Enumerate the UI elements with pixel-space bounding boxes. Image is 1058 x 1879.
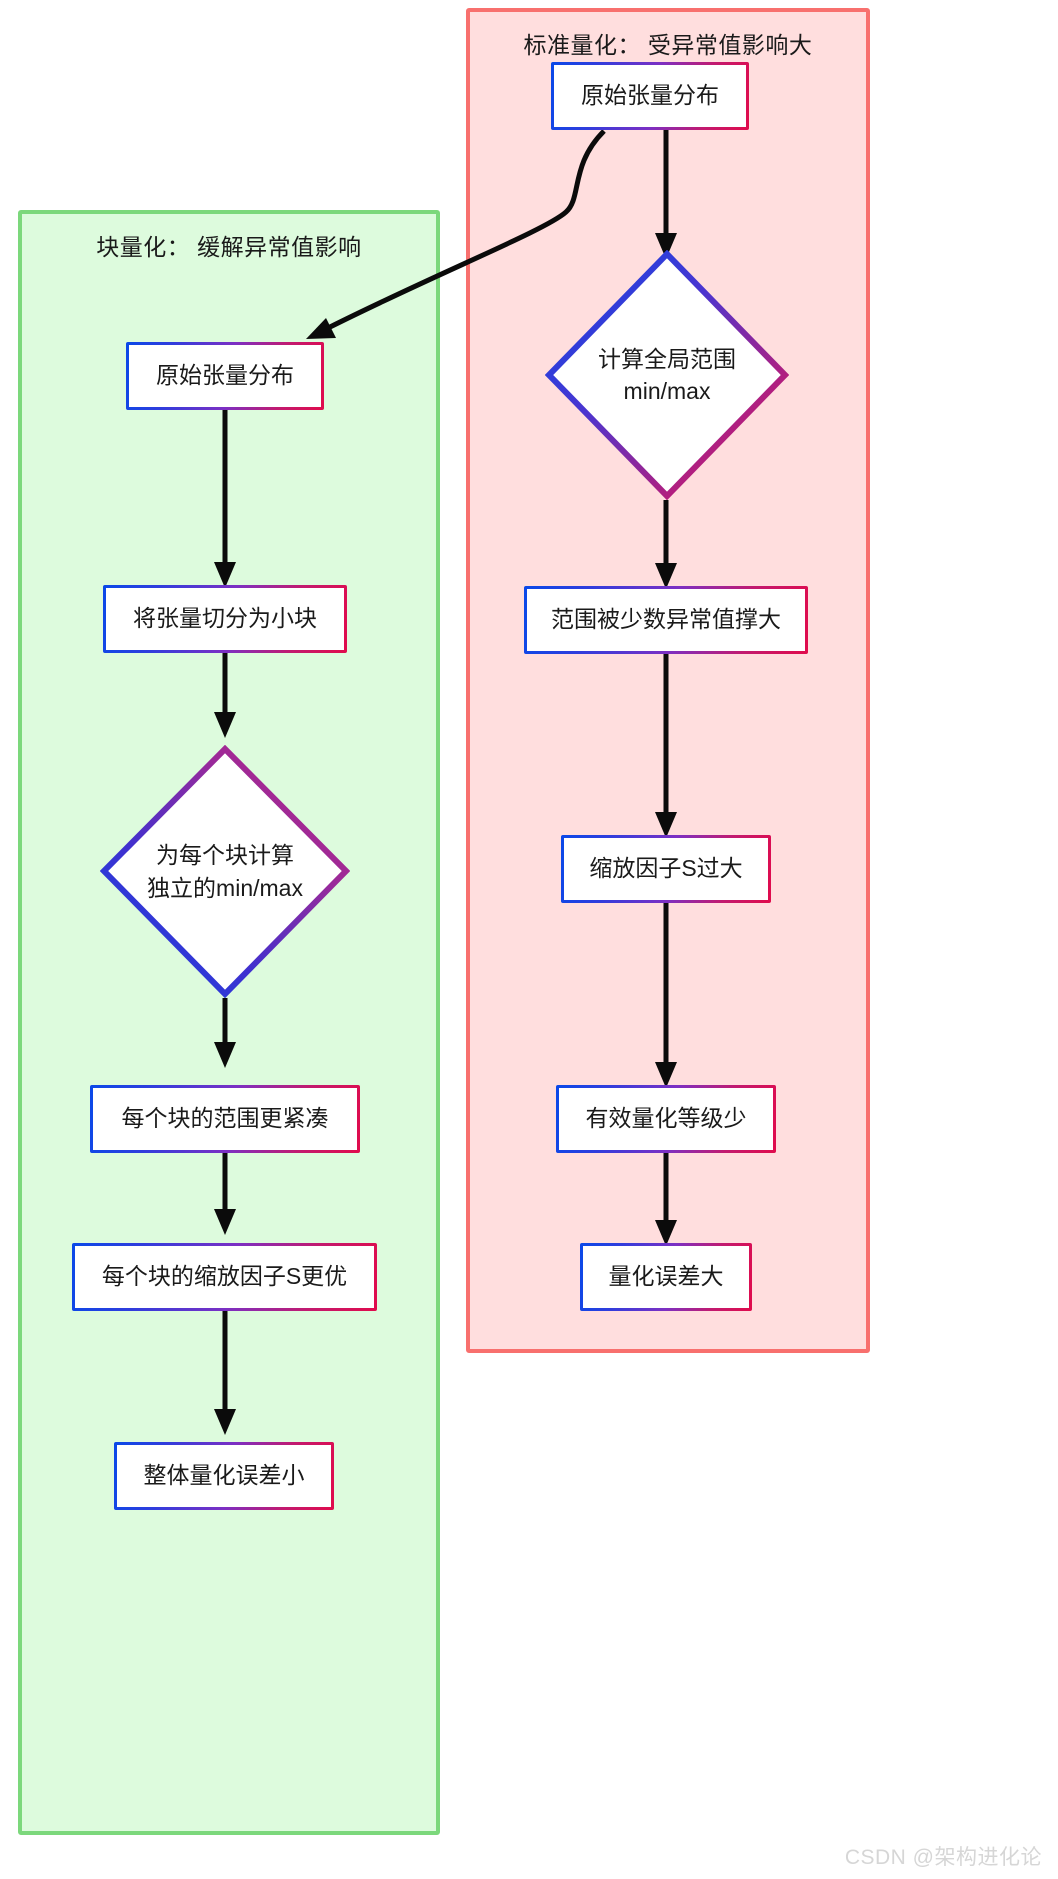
diamond-shape bbox=[100, 745, 350, 998]
node-label: 量化误差大 bbox=[608, 1263, 724, 1290]
subgraph-standard-title: 标准量化： 受异常值影响大 bbox=[523, 32, 813, 58]
node-l5-better-block-scale-factor[interactable]: 每个块的缩放因子S更优 bbox=[72, 1243, 377, 1311]
node-label: 有效量化等级少 bbox=[585, 1105, 747, 1132]
node-r1-original-tensor-distribution[interactable]: 原始张量分布 bbox=[551, 62, 749, 130]
subgraph-block-quantization: 块量化： 缓解异常值影响 bbox=[18, 210, 440, 1835]
node-r5-few-effective-levels[interactable]: 有效量化等级少 bbox=[556, 1085, 776, 1153]
node-label: 原始张量分布 bbox=[156, 362, 294, 389]
node-label: 计算全局范围 min/max bbox=[598, 345, 736, 404]
diamond-shape bbox=[545, 250, 789, 500]
node-label: 缩放因子S过大 bbox=[589, 855, 743, 882]
node-label: 将张量切分为小块 bbox=[133, 605, 317, 632]
csdn-watermark: CSDN @架构进化论 bbox=[844, 1846, 1042, 1869]
node-label: 范围被少数异常值撑大 bbox=[551, 606, 781, 633]
node-label: 每个块的缩放因子S更优 bbox=[101, 1263, 348, 1290]
node-l6-small-overall-error[interactable]: 整体量化误差小 bbox=[114, 1442, 334, 1510]
node-l1-original-tensor-distribution[interactable]: 原始张量分布 bbox=[126, 342, 324, 410]
node-r4-scale-factor-too-large[interactable]: 缩放因子S过大 bbox=[561, 835, 771, 903]
node-r6-large-quantization-error[interactable]: 量化误差大 bbox=[580, 1243, 752, 1311]
node-label: 每个块的范围更紧凑 bbox=[121, 1105, 329, 1132]
node-r3-range-stretched-by-outliers[interactable]: 范围被少数异常值撑大 bbox=[524, 586, 808, 654]
node-label: 为每个块计算 独立的min/max bbox=[147, 842, 303, 901]
subgraph-block-title: 块量化： 缓解异常值影响 bbox=[96, 234, 362, 260]
node-l2-split-tensor-into-blocks[interactable]: 将张量切分为小块 bbox=[103, 585, 347, 653]
node-label: 原始张量分布 bbox=[581, 82, 719, 109]
node-l4-tighter-block-range[interactable]: 每个块的范围更紧凑 bbox=[90, 1085, 360, 1153]
node-r2-compute-global-range[interactable]: 计算全局范围 min/max bbox=[545, 250, 789, 500]
node-label: 整体量化误差小 bbox=[143, 1462, 305, 1489]
node-l3-per-block-min-max[interactable]: 为每个块计算 独立的min/max bbox=[100, 745, 350, 998]
